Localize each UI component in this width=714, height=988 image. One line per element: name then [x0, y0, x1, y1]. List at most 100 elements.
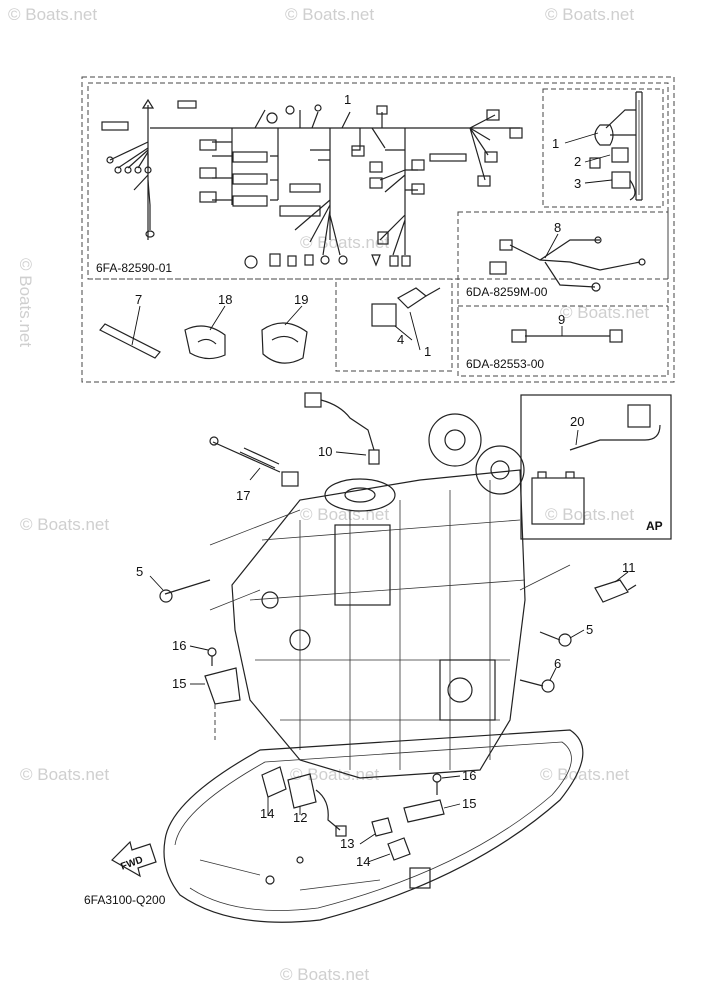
code-harness-9: 6DA-82553-00	[466, 357, 544, 371]
connector-icon	[429, 153, 467, 162]
callout-2: 2	[574, 154, 581, 169]
inset-detail	[564, 91, 643, 201]
connector-icon	[369, 177, 383, 189]
fwd-arrow-icon: FWD	[111, 840, 157, 878]
cam-pulley	[475, 445, 525, 495]
terminal-icon	[144, 166, 152, 174]
seal-14-left	[261, 766, 287, 815]
fwd-label: FWD	[119, 855, 144, 873]
callout-18: 18	[218, 292, 232, 307]
connector-icon	[486, 109, 500, 121]
callout-16-left: 16	[172, 638, 186, 653]
inset-dashed-frame	[542, 88, 664, 208]
sensor-17	[209, 436, 299, 487]
callout-6: 6	[554, 656, 561, 671]
labels: 6FA-82590-01 6DA-8259M-00 6DA-82553-00 A…	[84, 92, 663, 907]
watermark: © Boats.net	[280, 965, 369, 984]
callout-5-left: 5	[136, 564, 143, 579]
watermark: © Boats.net	[540, 765, 629, 784]
connector-icon	[484, 151, 498, 163]
connector-icon	[411, 159, 425, 171]
flywheel-gear	[324, 478, 396, 512]
connector-icon	[411, 183, 425, 195]
connector-icon	[351, 145, 365, 157]
callout-1-inset: 1	[552, 136, 559, 151]
cam-pulley	[428, 413, 482, 467]
watermark-vertical: © Boats.net	[16, 258, 35, 347]
bolt-5-left	[149, 575, 211, 603]
connector-icon	[244, 255, 258, 269]
clamp-18	[184, 305, 226, 360]
connector-icon	[369, 161, 383, 173]
bolt-6	[519, 667, 557, 693]
terminal-icon	[145, 230, 155, 238]
engine-block	[209, 413, 571, 779]
connector-icon	[232, 173, 268, 185]
callout-1-relay: 1	[424, 344, 431, 359]
harness-group-box	[81, 76, 675, 383]
connector-icon	[177, 100, 197, 109]
connector-icon	[287, 255, 297, 267]
terminal-icon	[338, 255, 348, 265]
figure-code: 6FA3100-Q200	[84, 893, 166, 907]
callout-4: 4	[397, 332, 404, 347]
terminal-icon	[314, 104, 322, 112]
terminal-icon	[124, 166, 132, 174]
screw-16-right	[432, 773, 461, 795]
connector-icon	[232, 151, 268, 163]
connector-icon	[376, 105, 388, 115]
connector-icon	[509, 127, 523, 139]
bracket-15-left	[189, 645, 241, 740]
connector-icon	[289, 183, 321, 193]
watermark: © Boats.net	[545, 505, 634, 524]
watermark: © Boats.net	[8, 5, 97, 24]
callout-11: 11	[622, 560, 636, 575]
bolt-5-right	[539, 629, 585, 647]
connector-icon	[199, 139, 217, 151]
terminal-icon	[285, 105, 295, 115]
callout-15-left: 15	[172, 676, 186, 691]
terminal-icon	[320, 255, 330, 265]
watermark: © Boats.net	[285, 5, 374, 24]
connector-icon	[401, 255, 411, 267]
seal-14-right	[367, 837, 411, 863]
code-ap: AP	[646, 519, 663, 533]
callout-12: 12	[293, 810, 307, 825]
callout-1-harness: 1	[344, 92, 351, 107]
connector-icon	[389, 255, 399, 267]
bracket-15-right	[403, 799, 461, 823]
callout-14-left: 14	[260, 806, 274, 821]
watermarks: © Boats.net © Boats.net © Boats.net © Bo…	[8, 5, 649, 984]
bottom-cowling	[163, 729, 584, 923]
outer-dashed-frame	[81, 76, 675, 383]
connector-icon	[279, 205, 321, 217]
callout-7: 7	[135, 292, 142, 307]
sensor-11	[594, 571, 637, 603]
callout-10: 10	[318, 444, 332, 459]
callout-19: 19	[294, 292, 308, 307]
code-harness-8: 6DA-8259M-00	[466, 285, 548, 299]
callout-20: 20	[570, 414, 584, 429]
callout-9: 9	[558, 312, 565, 327]
terminal-icon	[106, 156, 114, 164]
callout-17: 17	[236, 488, 250, 503]
connector-icon	[477, 175, 491, 187]
watermark: © Boats.net	[290, 765, 379, 784]
switch-12	[287, 773, 347, 837]
sub-harness-8	[489, 233, 646, 292]
connector-icon	[232, 195, 268, 207]
sensor-10	[304, 392, 380, 465]
sub-harness-9	[511, 326, 623, 343]
callout-8: 8	[554, 220, 561, 235]
connector-icon	[269, 253, 281, 267]
watermark: © Boats.net	[560, 303, 649, 322]
connector-icon	[199, 191, 217, 203]
connector-icon	[377, 231, 389, 245]
watermark: © Boats.net	[300, 505, 389, 524]
callout-13: 13	[340, 836, 354, 851]
relay	[371, 287, 441, 351]
terminal-icon	[266, 112, 278, 124]
cable-tie	[99, 305, 161, 359]
watermark: © Boats.net	[20, 515, 109, 534]
